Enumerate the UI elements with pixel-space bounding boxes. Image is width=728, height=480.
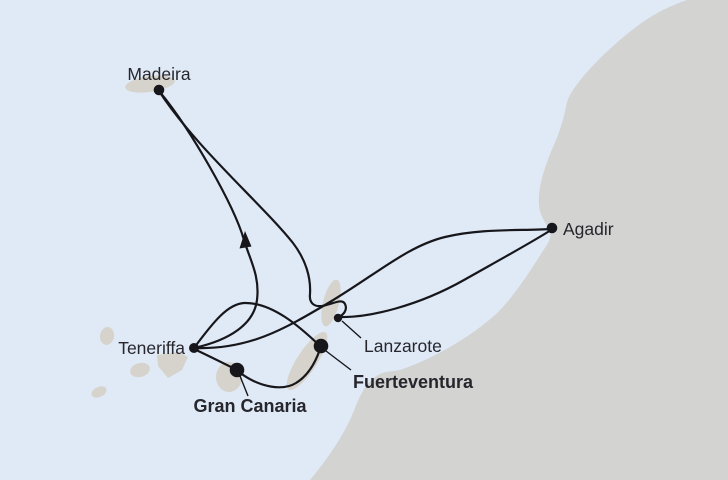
leader-line-lanzarote bbox=[341, 320, 362, 339]
route-gran-canaria-fuerteventura bbox=[237, 347, 322, 389]
africa-mainland bbox=[310, 0, 728, 480]
island-la-palma bbox=[99, 327, 115, 345]
port-label-teneriffa: Teneriffa bbox=[118, 338, 185, 358]
port-label-agadir: Agadir bbox=[563, 219, 614, 239]
island-el-hierro bbox=[91, 386, 107, 398]
port-dot-madeira bbox=[153, 84, 165, 96]
route-madeira-lanzarote bbox=[157, 89, 347, 319]
port-dot-agadir bbox=[546, 222, 558, 234]
port-dot-gran-canaria bbox=[229, 362, 245, 378]
port-label-madeira: Madeira bbox=[127, 64, 190, 84]
route-agadir-teneriffa bbox=[192, 227, 553, 350]
route-teneriffa-fuerteventura bbox=[192, 301, 321, 350]
port-dot-lanzarote bbox=[333, 313, 343, 323]
leader-line-gran-canaria bbox=[239, 375, 249, 397]
leader-line-fuerteventura bbox=[325, 350, 352, 371]
port-dot-teneriffa bbox=[189, 343, 199, 353]
port-dot-fuerteventura bbox=[313, 338, 329, 354]
port-label-gran-canaria: Gran Canaria bbox=[193, 396, 307, 416]
route-teneriffa-madeira bbox=[157, 89, 259, 350]
route-direction-arrow-icon bbox=[239, 231, 252, 249]
island-teneriffa bbox=[157, 352, 188, 378]
island-la-gomera bbox=[130, 362, 150, 378]
port-label-fuerteventura: Fuerteventura bbox=[353, 372, 474, 392]
route-lanzarote-agadir bbox=[338, 228, 553, 319]
port-label-lanzarote: Lanzarote bbox=[364, 336, 442, 356]
